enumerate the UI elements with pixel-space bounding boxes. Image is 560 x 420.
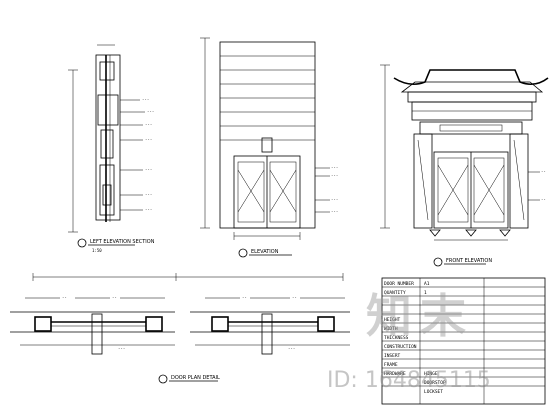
plan-caption: DOOR PLAN DETAIL [171, 375, 220, 381]
svg-text:---: --- [118, 346, 125, 351]
svg-text:---: --- [142, 97, 149, 102]
svg-text:--: -- [112, 295, 117, 300]
svg-text:---: --- [145, 137, 152, 142]
svg-text:---: --- [147, 109, 154, 114]
svg-text:---: --- [145, 207, 152, 212]
svg-text:---: --- [145, 122, 152, 127]
svg-text:--: -- [62, 295, 67, 300]
svg-text:---: --- [145, 167, 152, 172]
door-schedule-table [381, 277, 546, 405]
svg-text:---: --- [331, 209, 338, 214]
quantity-value: 1 [424, 290, 427, 296]
svg-text:--: -- [541, 197, 546, 202]
frame-label: FRAME [384, 362, 398, 368]
svg-text:---: --- [331, 173, 338, 178]
svg-text:---: --- [331, 165, 338, 170]
insert-label: INSERT [384, 353, 401, 359]
doorstop-label: DOORSTOP [424, 380, 446, 386]
watermark-id: ID: 164845115 [327, 368, 491, 393]
left-section-view: --- --- --- --- --- --- --- LEFT ELEVATI… [68, 44, 155, 253]
middle-elevation-caption: ELEVATION [251, 249, 279, 255]
left-elevation-caption: LEFT ELEVATION SECTION [90, 239, 155, 245]
middle-elevation-view: --- --- --- --- ELEVATION [200, 37, 338, 258]
right-elevation-view: -- -- FRONT ELEVATION [380, 64, 549, 267]
lockset-label: LOCKSET [424, 389, 443, 395]
door-number-value: A1 [424, 281, 430, 287]
svg-text:---: --- [288, 346, 295, 351]
quantity-label: QUANTITY [384, 290, 406, 296]
svg-text:--: -- [541, 169, 546, 174]
thickness-label: THICKNESS [384, 335, 409, 341]
height-label: HEIGHT [384, 317, 401, 323]
hardware-label: HARDWARE [384, 371, 406, 377]
plan-detail-view: -- -- --- -- -- --- DOOR PLAN DETAIL [10, 273, 350, 384]
hinge-label: HINGE [424, 371, 438, 377]
svg-text:--: -- [242, 295, 247, 300]
svg-text:--: -- [292, 295, 297, 300]
left-scale-note: 1:50 [92, 248, 102, 253]
svg-text:---: --- [145, 192, 152, 197]
width-label: WIDTH [384, 326, 398, 332]
construction-label: CONSTRUCTION [384, 344, 417, 350]
watermark-logo: 知末 [366, 289, 474, 343]
svg-text:---: --- [331, 197, 338, 202]
door-number-label: DOOR NUMBER [384, 281, 414, 287]
right-elevation-caption: FRONT ELEVATION [446, 258, 492, 264]
